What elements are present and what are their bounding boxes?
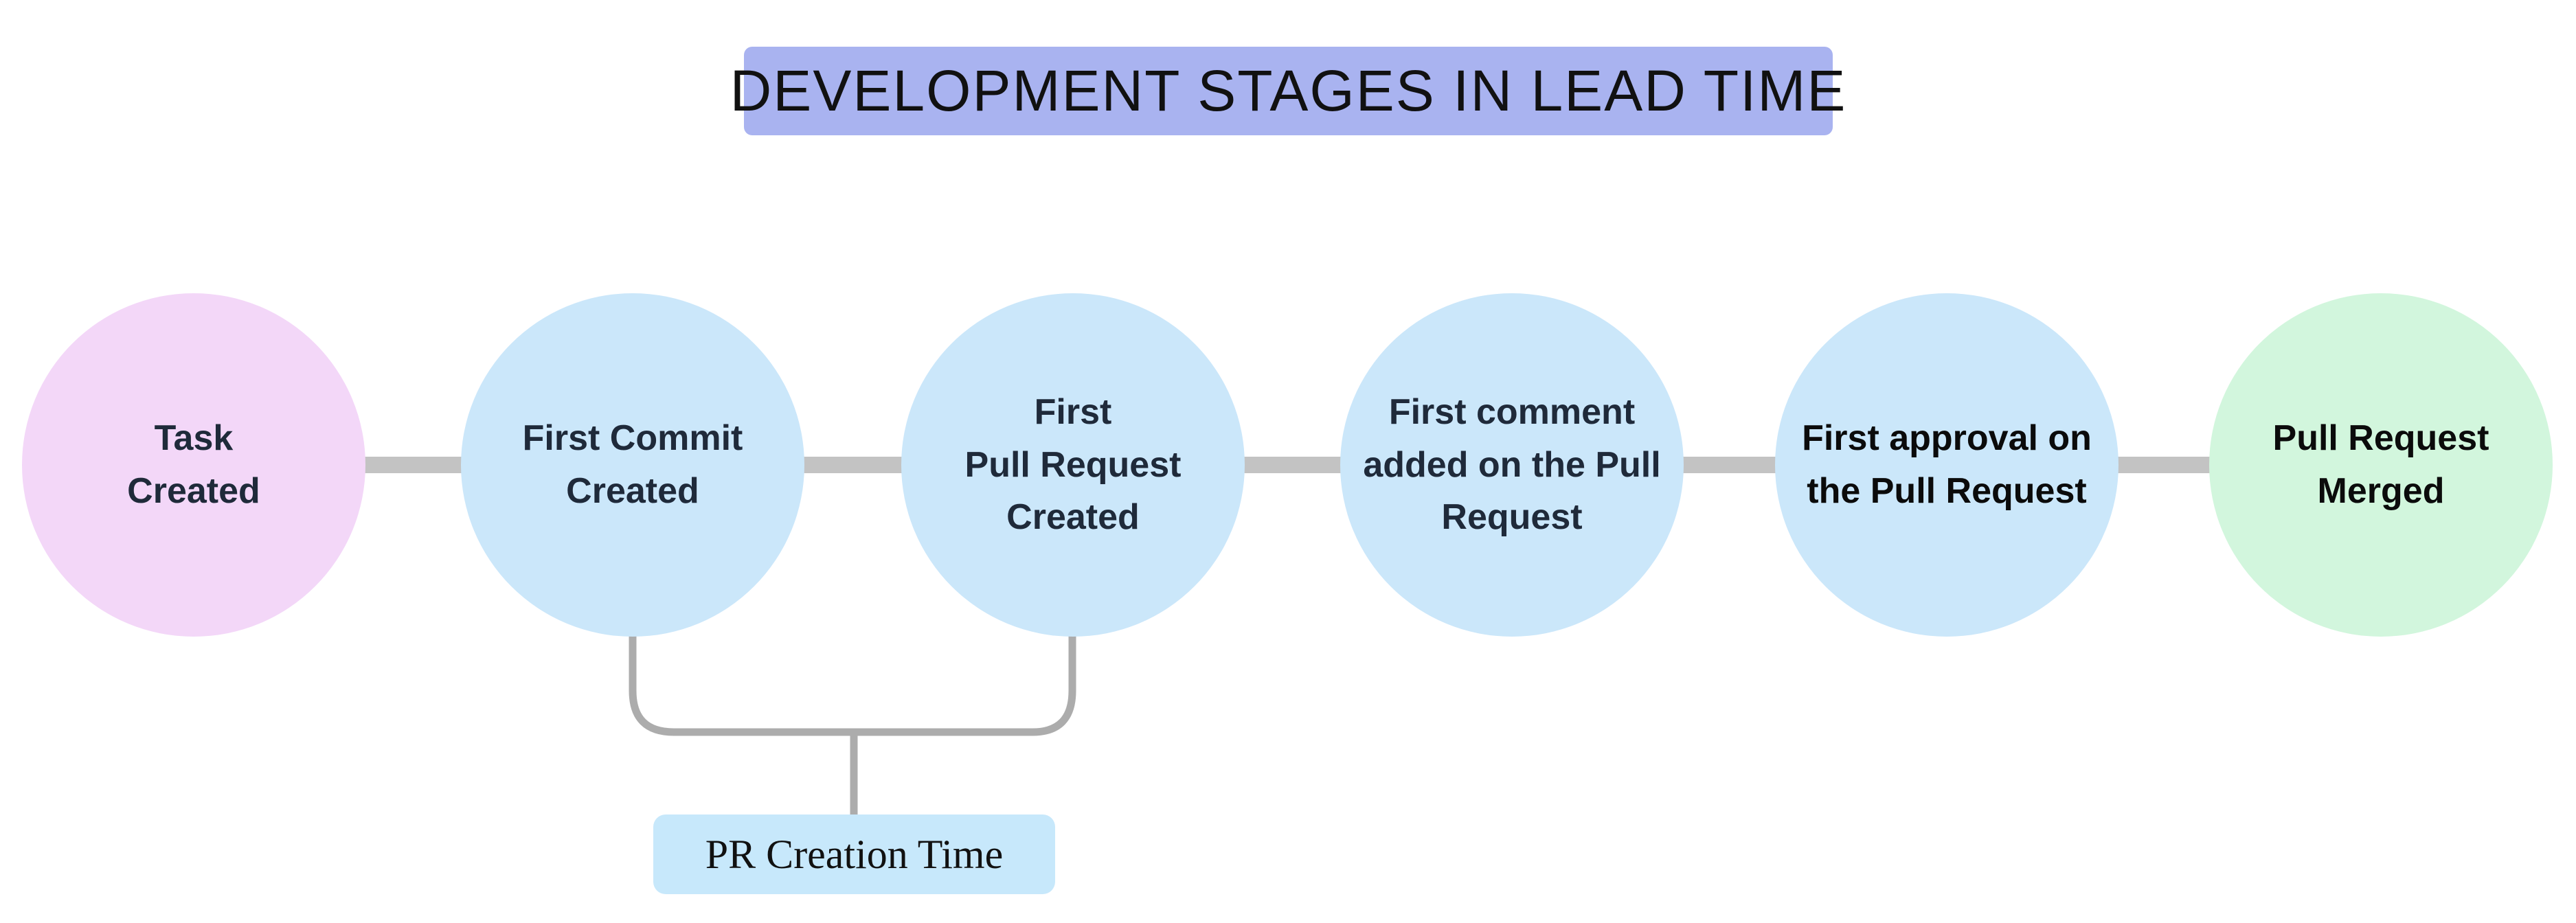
stage-task-created: Task Created bbox=[22, 293, 365, 637]
page-title: DEVELOPMENT STAGES IN LEAD TIME bbox=[730, 58, 1847, 123]
stage-first-approval: First approval on the Pull Request bbox=[1775, 293, 2119, 637]
pr-creation-time-label: PR Creation Time bbox=[653, 814, 1055, 894]
stage-first-commit-created: First Commit Created bbox=[461, 293, 804, 637]
title-banner: DEVELOPMENT STAGES IN LEAD TIME bbox=[730, 47, 1845, 135]
stage-first-pull-request-created: First Pull Request Created bbox=[901, 293, 1245, 637]
stage-first-comment-added: First comment added on the Pull Request bbox=[1340, 293, 1684, 637]
stage-pull-request-merged: Pull Request Merged bbox=[2209, 293, 2553, 637]
bracket-curve bbox=[629, 630, 1076, 736]
pr-creation-time-text: PR Creation Time bbox=[705, 831, 1004, 877]
